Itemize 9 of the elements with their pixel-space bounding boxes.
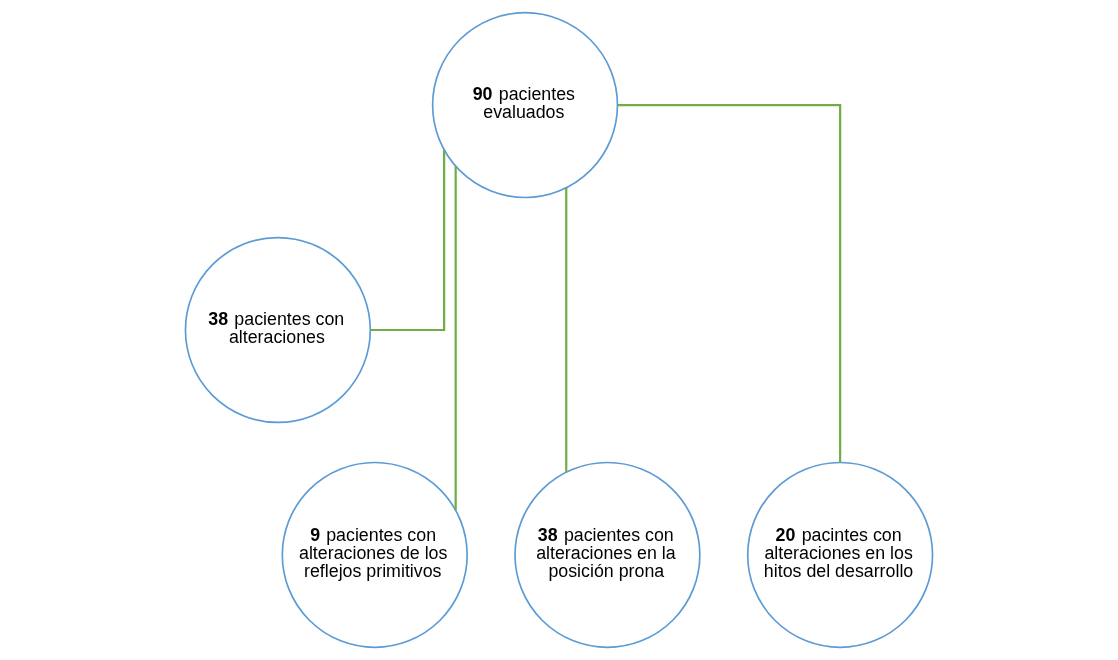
connector <box>370 150 446 332</box>
connector <box>454 166 457 511</box>
node-circle: 20 pacintes con alteraciones en los hitos del desarrollo <box>746 461 934 649</box>
connector <box>565 188 568 472</box>
node-circle: 9 pacientes con alteraciones de los reflejos primitivos <box>281 461 468 649</box>
node-circle: 38 pacientes con alteraciones en la posición prona <box>514 461 701 649</box>
connector <box>617 103 842 463</box>
node-circle: 38 pacientes con alteraciones <box>184 236 372 424</box>
node-circle: 90 pacientes evaluados <box>431 11 619 199</box>
